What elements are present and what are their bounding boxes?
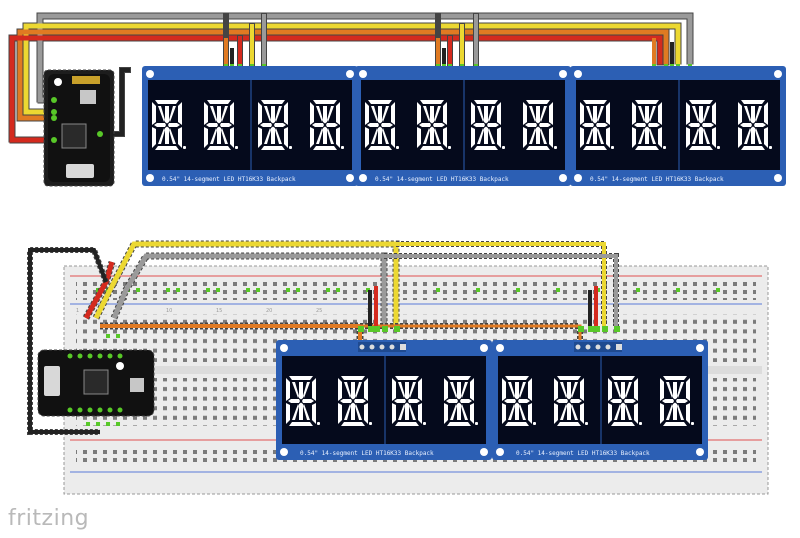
bottom-wires xyxy=(27,240,620,435)
bb-col-20: 20 xyxy=(266,308,272,314)
bottom-display-modules: 0.54" 14-segment LED HT16K33 Backpack 0.… xyxy=(276,340,708,460)
bottom-microcontroller xyxy=(37,349,155,417)
bottom-module-2-label: 0.54" 14-segment LED HT16K33 Backpack xyxy=(516,450,650,457)
top-wires xyxy=(8,12,694,144)
bottom-module-1-label: 0.54" 14-segment LED HT16K33 Backpack xyxy=(300,450,434,457)
top-module-2-label: 0.54" 14-segment LED HT16K33 Backpack xyxy=(375,176,509,183)
fritzing-watermark: fritzing xyxy=(8,506,90,531)
top-module-3-label: 0.54" 14-segment LED HT16K33 Backpack xyxy=(590,176,724,183)
top-microcontroller xyxy=(43,69,115,187)
bb-col-15: 15 xyxy=(216,308,222,314)
bb-col-10: 10 xyxy=(166,308,172,314)
bb-col-25: 25 xyxy=(316,308,322,314)
bb-col-1: 1 xyxy=(76,308,79,314)
top-display-modules: 0.54" 14-segment LED HT16K33 Backpack 0.… xyxy=(142,66,786,186)
top-module-1-label: 0.54" 14-segment LED HT16K33 Backpack xyxy=(162,176,296,183)
